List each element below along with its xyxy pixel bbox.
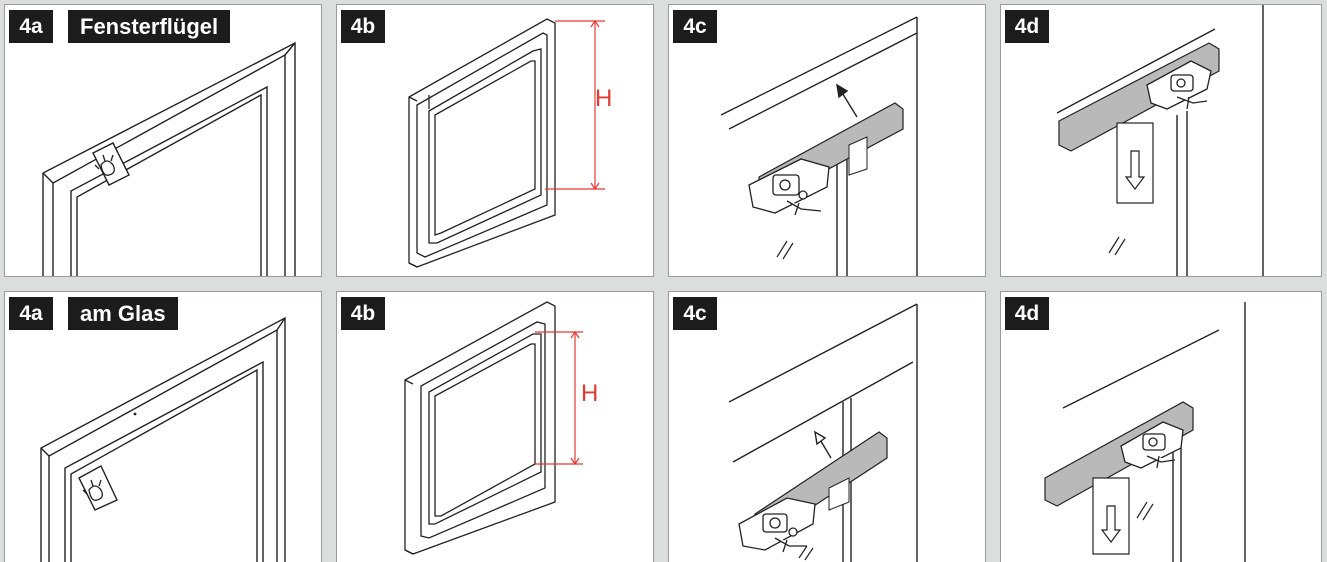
cleaning-cloth-icon bbox=[92, 142, 130, 186]
panel-row1-4b: 4b H bbox=[336, 4, 654, 277]
section-title: am Glas bbox=[68, 297, 178, 330]
glass-bracket-clip-on-illustration bbox=[728, 303, 918, 562]
panel-row1-4d: 4d bbox=[1000, 4, 1322, 277]
glass-hatch-icon bbox=[776, 240, 794, 260]
step-label: 4c bbox=[673, 297, 717, 330]
dimension-label: H bbox=[595, 85, 613, 112]
panel-row2-4a: 4a am Glas bbox=[4, 291, 322, 562]
height-dimension bbox=[535, 330, 583, 466]
arrow-down-icon bbox=[1100, 505, 1122, 543]
step-label: 4a bbox=[9, 10, 53, 43]
panel-row2-4c: 4c bbox=[668, 291, 986, 562]
panel-row2-4b: 4b H bbox=[336, 291, 654, 562]
mounting-bracket bbox=[748, 158, 830, 216]
glass-hatch-icon bbox=[1136, 501, 1154, 521]
step-label: 4d bbox=[1005, 297, 1049, 330]
panel-row1-4a: 4a Fensterflügel bbox=[4, 4, 322, 277]
mounting-bracket bbox=[1146, 60, 1212, 110]
glass-hatch-icon bbox=[798, 545, 814, 561]
arrow-down-icon bbox=[1124, 150, 1146, 190]
bracket-lock-illustration bbox=[1056, 5, 1264, 276]
mounting-bracket bbox=[738, 497, 816, 553]
panel-row1-4c: 4c bbox=[668, 4, 986, 277]
dimension-label: H bbox=[581, 380, 599, 407]
step-label: 4b bbox=[341, 297, 385, 330]
bracket-clip-on-illustration bbox=[720, 16, 918, 276]
glass-hatch-icon bbox=[1108, 236, 1126, 256]
cleaning-cloth-icon bbox=[78, 465, 118, 511]
glass-bracket-lock-illustration bbox=[1044, 302, 1246, 562]
step-label: 4a bbox=[9, 297, 53, 330]
arrow-up-right-icon bbox=[814, 430, 832, 459]
window-sash-illustration bbox=[42, 41, 296, 276]
step-label: 4c bbox=[673, 10, 717, 43]
window-height-measure-illustration bbox=[408, 18, 605, 268]
mounting-bracket bbox=[1120, 421, 1184, 469]
glass-height-measure-illustration bbox=[404, 301, 583, 555]
window-glass-illustration bbox=[40, 316, 286, 562]
step-label: 4b bbox=[341, 10, 385, 43]
arrow-up-right-icon bbox=[836, 83, 858, 118]
dot-marker bbox=[133, 412, 137, 416]
panel-row2-4d: 4d bbox=[1000, 291, 1322, 562]
section-title: Fensterflügel bbox=[68, 10, 231, 43]
height-dimension bbox=[545, 19, 605, 191]
step-label: 4d bbox=[1005, 10, 1049, 43]
